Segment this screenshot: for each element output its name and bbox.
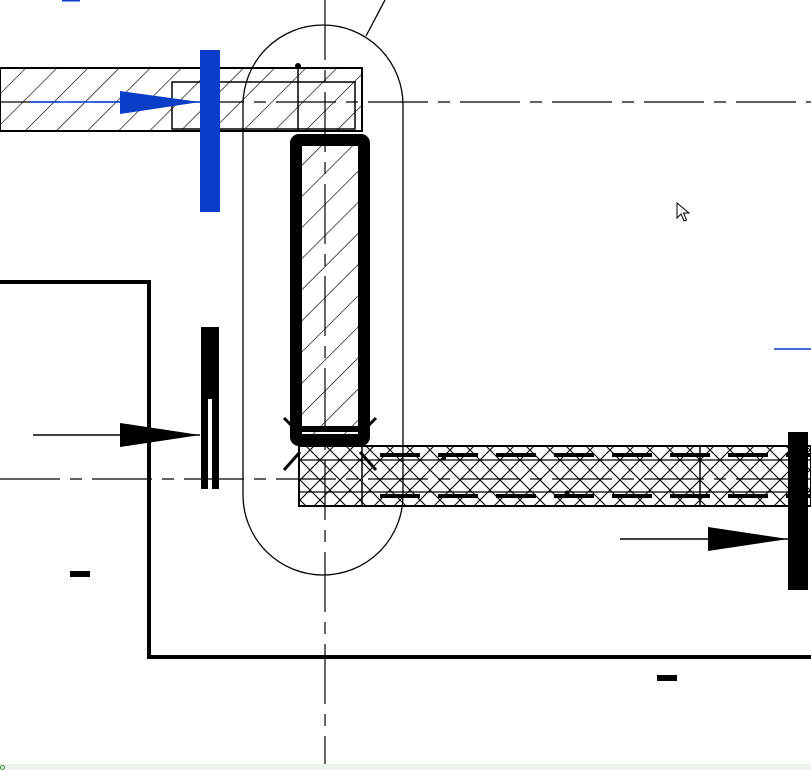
vertical-wall-column[interactable] [282,134,378,471]
section-marker-left[interactable] [33,327,219,489]
join-region-outline[interactable] [242,24,404,576]
horizontal-wall-top[interactable] [0,63,363,132]
arrow-cursor-icon [676,201,691,222]
room-boundary[interactable] [0,280,811,659]
horizontal-wall-bottom[interactable] [298,445,811,507]
section-marker-top-selected[interactable] [30,50,220,212]
status-strip [0,764,811,770]
leader-line [365,0,386,37]
dash-mark-left [70,571,90,577]
status-indicator-icon [0,765,5,770]
dash-mark-bottom [657,675,677,681]
section-marker-right[interactable] [620,432,808,590]
